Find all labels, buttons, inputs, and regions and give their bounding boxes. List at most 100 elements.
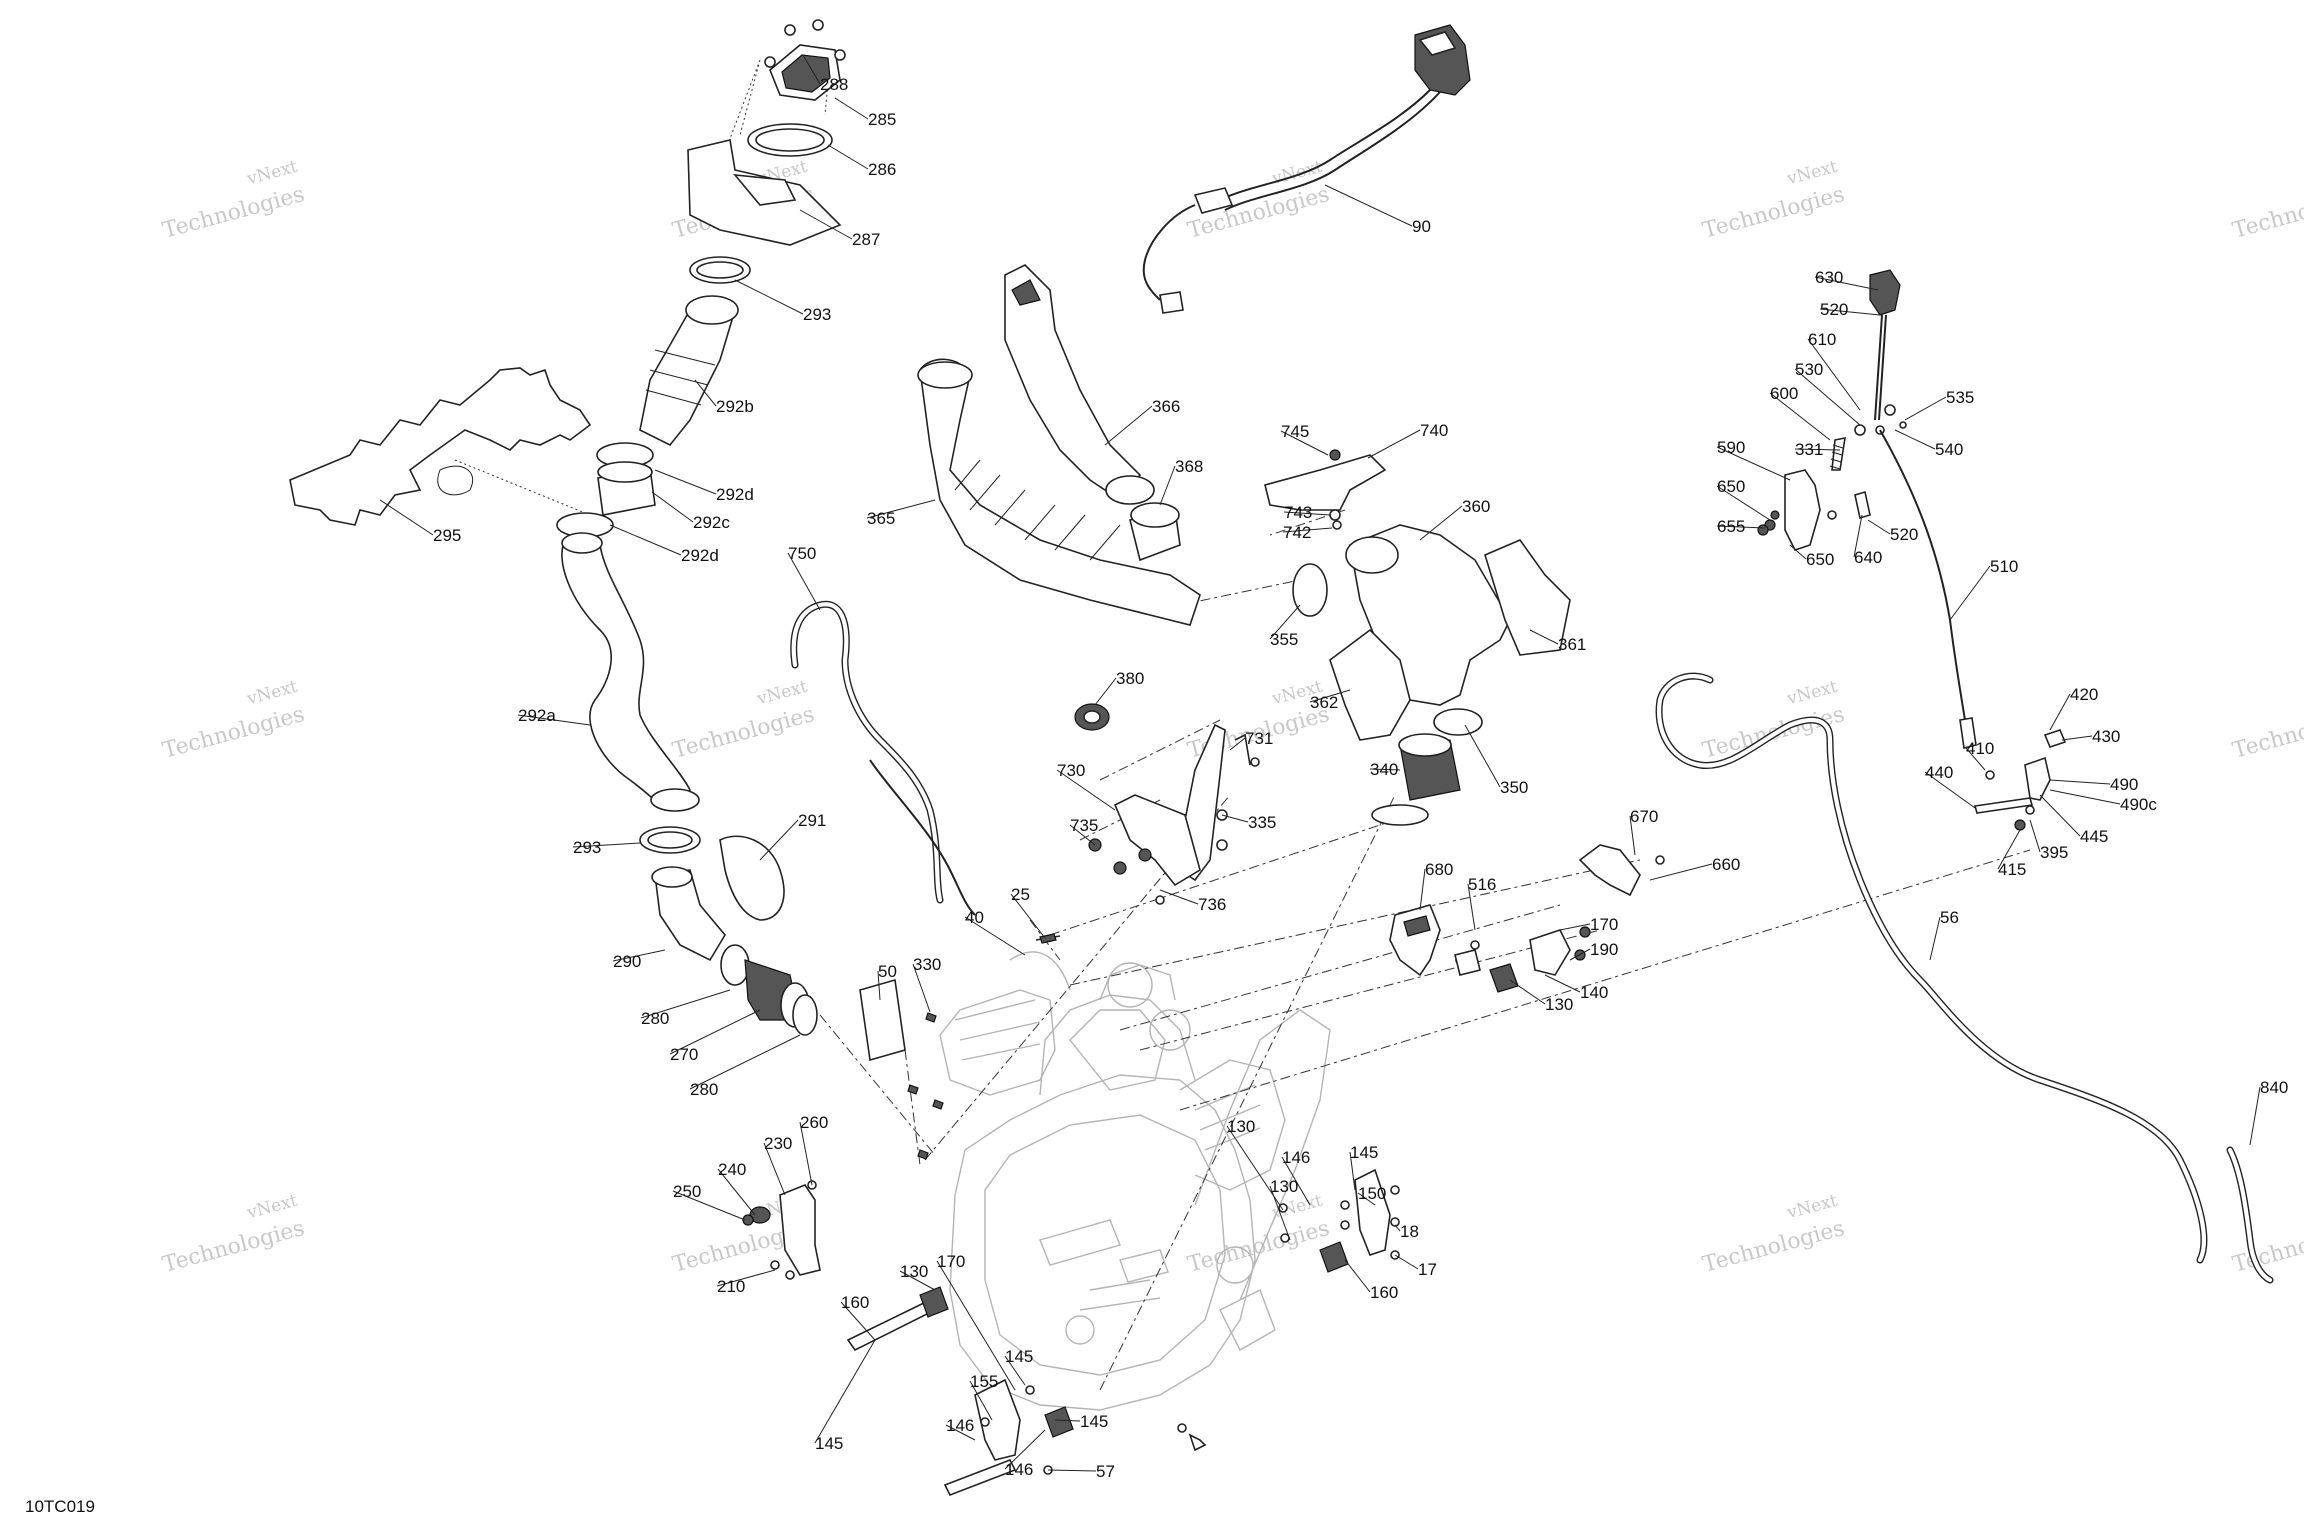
callout-label: 520 [1890, 525, 1918, 544]
callout-leader [1054, 1419, 1081, 1422]
callout-label: 535 [1946, 388, 1974, 407]
callout-label: 286 [868, 160, 896, 179]
watermark-line2: Technologies [160, 1216, 307, 1278]
breather-hoses [1655, 672, 2274, 1284]
callout-label: 160 [1370, 1283, 1398, 1302]
callout-leader [1004, 1355, 1026, 1386]
callout-leader [1716, 446, 1791, 481]
callout-leader [1324, 184, 1413, 227]
callout-label: 366 [1152, 397, 1180, 416]
callout-label: 160 [841, 1293, 869, 1312]
callout-label: 610 [1808, 330, 1836, 349]
callout-label: 210 [717, 1277, 745, 1296]
callout-label: 540 [1935, 440, 1963, 459]
callout-label: 840 [2260, 1078, 2288, 1097]
callout-label: 355 [1270, 630, 1298, 649]
callout-leader [1544, 974, 1581, 993]
callout-label: 730 [1057, 761, 1085, 780]
callout-leader [759, 819, 799, 861]
callout-leader [827, 144, 869, 170]
callout-label: 655 [1717, 517, 1745, 536]
callout-label: 380 [1116, 669, 1144, 688]
callout-label: 520 [1820, 300, 1848, 319]
callout-leader [802, 54, 821, 85]
callout-leader [936, 1260, 1016, 1391]
callout-leader [834, 97, 869, 120]
callout-leader [1094, 677, 1117, 706]
callout-leader [1949, 565, 1991, 621]
callout-label: 288 [820, 75, 848, 94]
callout-leader [2049, 789, 2121, 805]
callout-leader [1309, 689, 1351, 703]
callout-leader [1159, 889, 1199, 905]
callout-label: 130 [1270, 1177, 1298, 1196]
callout-label: 292c [693, 513, 730, 532]
callout-label: 530 [1795, 360, 1823, 379]
callout-label: 420 [2070, 685, 2098, 704]
callout-leader [689, 1034, 801, 1090]
callout-leader [1357, 1192, 1376, 1206]
shifter-assembly [1757, 269, 2067, 831]
callout-label: 670 [1630, 807, 1658, 826]
callout-label: 490 [2110, 775, 2138, 794]
watermark-line2: Technologies [160, 702, 307, 764]
callout-label: 731 [1245, 729, 1273, 748]
callout-label: 600 [1770, 384, 1798, 403]
callout-leader [1649, 863, 1713, 881]
callout-leader [1047, 1469, 1097, 1472]
callout-label: 240 [718, 1160, 746, 1179]
callout-leader [2061, 735, 2093, 741]
callout-leader [1997, 829, 2021, 870]
callout-leader [1929, 916, 1941, 961]
callout-label: 170 [937, 1252, 965, 1271]
callout-leader [877, 970, 881, 1001]
callout-leader [1349, 1151, 1356, 1191]
callout-leader [1269, 604, 1301, 640]
callout-label: 590 [1717, 438, 1745, 457]
callout-label: 146 [946, 1416, 974, 1435]
watermark-line2: Technologies [670, 702, 817, 764]
callout-label: 25 [1011, 885, 1030, 904]
callout-label: 368 [1175, 457, 1203, 476]
callout-leader [651, 491, 694, 523]
callout-label: 150 [1358, 1184, 1386, 1203]
callout-leader [1281, 1156, 1311, 1206]
callout-leader [2039, 794, 2081, 837]
callout-leader [1529, 629, 1559, 645]
callout-label: 291 [798, 811, 826, 830]
mount-hardware-mid [1389, 844, 1665, 993]
callout-leader [734, 279, 804, 315]
callout-label: 415 [1998, 860, 2026, 879]
callout-leader [609, 524, 682, 556]
callout-label: 140 [1580, 983, 1608, 1002]
callout-leader [1569, 948, 1591, 961]
callout-label: 650 [1806, 550, 1834, 569]
callout-leader [1269, 1185, 1291, 1241]
watermark-line2: Technologies [1700, 182, 1847, 244]
watermark-line2: Technologies [1185, 1216, 1332, 1278]
callout-label: 410 [1966, 739, 1994, 758]
callout-leader [517, 714, 591, 726]
callout-label: 50 [878, 962, 897, 981]
callout-leader [1794, 448, 1841, 451]
callout-label: 360 [1462, 497, 1490, 516]
callout-label: 145 [1005, 1347, 1033, 1366]
callout-label: 445 [2080, 827, 2108, 846]
callout-label: 293 [803, 305, 831, 324]
callout-label: 190 [1590, 940, 1618, 959]
callout-leader [1283, 511, 1331, 516]
callout-leader [2049, 779, 2111, 785]
callout-label: 250 [673, 1182, 701, 1201]
callout-label: 56 [1940, 908, 1959, 927]
callout-leader [1894, 429, 1936, 450]
callout-leader [1229, 737, 1246, 751]
callout-label: 146 [1282, 1148, 1310, 1167]
callout-label: 290 [613, 952, 641, 971]
engine-block [939, 951, 1331, 1411]
callout-leader [1419, 868, 1426, 911]
callout-label: 292a [518, 706, 556, 725]
callout-label: 170 [1590, 915, 1618, 934]
air-intake-assembly [289, 19, 846, 1036]
